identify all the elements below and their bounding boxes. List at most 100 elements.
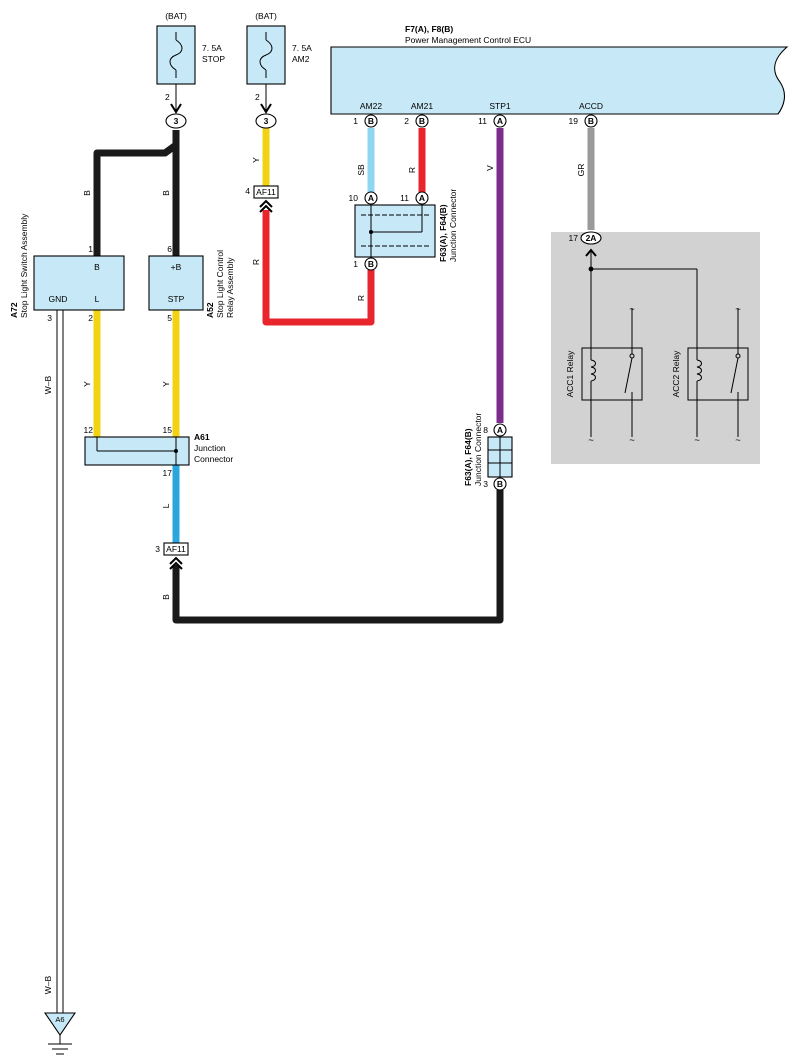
fuse-stop-arrow-icon	[170, 103, 182, 114]
acc1-contact-tilde: ~	[629, 435, 635, 446]
a52-pin-b: 6	[167, 244, 172, 254]
jc-upper-pin-10: 10	[349, 193, 359, 203]
af11-lower-label: AF11	[166, 544, 186, 554]
wire-label-y-a72: Y	[82, 381, 92, 387]
acc2-top-tilde: ~	[735, 304, 741, 315]
wire-label-y-am2: Y	[251, 157, 261, 163]
a61-name-2: Connector	[194, 454, 233, 464]
ecu-conn-am22: B	[368, 116, 374, 126]
fuse-stop-name: STOP	[202, 54, 225, 64]
af11-lower-chevron-icon	[169, 556, 183, 570]
a72-terminal-b: B	[94, 262, 100, 272]
ecu-conn-am21: B	[419, 116, 425, 126]
jc-lower-pin-3: 3	[483, 479, 488, 489]
fuse-stop-connector: 3	[174, 116, 179, 126]
fuse-am2: (BAT) 7. 5A AM2 2 3	[246, 11, 312, 129]
fuse-am2-name: AM2	[292, 54, 310, 64]
ecu-terminal-accd: ACCD	[579, 101, 603, 111]
wire-label-r-am21: R	[407, 167, 417, 173]
acc1-top-tilde: ~	[629, 304, 635, 315]
a72-terminal-l: L	[95, 294, 100, 304]
relay-block-pin: 17	[569, 233, 579, 243]
wire-label-b-a52: B	[161, 190, 171, 196]
jc-lower-code: F63(A), F64(B)	[463, 428, 473, 486]
jc-upper-conn-1: B	[368, 259, 374, 269]
jc-upper-conn-10: A	[368, 193, 374, 203]
a52-name-2: Relay Assembly	[225, 257, 235, 318]
fuse-am2-arrow-icon	[260, 103, 272, 114]
jc-upper-conn-11: A	[419, 193, 425, 203]
acc2-contact-tilde: ~	[735, 435, 741, 446]
ecu-code: F7(A), F8(B)	[405, 24, 453, 34]
ecu-name: Power Management Control ECU	[405, 35, 531, 45]
ground-a6: W–B A6	[43, 975, 77, 1055]
af11-connector-upper: Y 4 AF11 R	[245, 157, 279, 265]
wire-label-l: L	[161, 503, 171, 508]
fuse-stop: (BAT) 7. 5A STOP 2 3	[156, 11, 225, 129]
fuse-am2-pin: 2	[255, 92, 260, 102]
a72-terminal-gnd: GND	[49, 294, 68, 304]
jc-upper-code: F63(A), F64(B)	[438, 204, 448, 262]
acc2-relay-label: ACC2 Relay	[671, 350, 681, 398]
jc-lower-conn-3: B	[497, 479, 503, 489]
fuse-stop-pin: 2	[165, 92, 170, 102]
a52-pin-stp: 5	[167, 313, 172, 323]
acc1-relay-label: ACC1 Relay	[565, 350, 575, 398]
wire-label-r-af11: R	[251, 259, 261, 265]
a72-pin-gnd: 3	[47, 313, 52, 323]
a61-junction-connector: 12 15 A61 Junction Connector 17	[84, 425, 234, 478]
a72-name: Stop Light Switch Assembly	[19, 213, 29, 318]
af11-upper-pin: 4	[245, 186, 250, 196]
wire-label-wb-bottom: W–B	[43, 975, 53, 994]
fuse-am2-source: (BAT)	[255, 11, 277, 21]
jc-upper-pin-11: 11	[400, 193, 409, 203]
wire-label-b-af11: B	[161, 594, 171, 600]
jc-upper-name: Junction Connector	[448, 189, 458, 262]
a52-terminal-stp: STP	[168, 294, 185, 304]
a72-pin-b: 1	[88, 244, 93, 254]
wire-label-wb-top: W–B	[43, 375, 53, 394]
wire-label-y-a52: Y	[161, 381, 171, 387]
a61-pin-15: 15	[163, 425, 173, 435]
ecu-terminal-am22: AM22	[360, 101, 382, 111]
relay-block-conn: 2A	[586, 233, 597, 243]
a52-stop-light-control-relay: B 6 +B STP 5 A52 Stop Light Control Rela…	[148, 190, 235, 323]
af11-upper-label: AF11	[256, 187, 276, 197]
wire-label-gr: GR	[576, 164, 586, 177]
fuse-stop-source: (BAT)	[165, 11, 187, 21]
ecu-power-management: F7(A), F8(B) Power Management Control EC…	[330, 24, 789, 128]
wire-af11-to-jc-upper	[262, 210, 375, 326]
ecu-pin-accd: 19	[569, 116, 579, 126]
ecu-terminal-stp1: STP1	[489, 101, 511, 111]
jc-upper-pin-1: 1	[353, 259, 358, 269]
fuse-am2-connector: 3	[264, 116, 269, 126]
ground-label: A6	[55, 1015, 64, 1024]
a61-name-1: Junction	[194, 443, 226, 453]
wire-label-r-jc-out: R	[356, 295, 366, 301]
fuse-stop-rating: 7. 5A	[202, 43, 222, 53]
acc1-coil-tilde: ~	[588, 435, 594, 446]
ecu-terminal-am21: AM21	[411, 101, 433, 111]
junction-connector-lower: 8 A 3 B F63(A), F64(B) Junction Connecto…	[463, 413, 513, 491]
ecu-conn-stp1: A	[497, 116, 503, 126]
a61-pin-17: 17	[163, 468, 173, 478]
jc-lower-name: Junction Connector	[473, 413, 483, 486]
a52-terminal-b: +B	[171, 262, 182, 272]
wire-label-sb: SB	[356, 164, 366, 176]
wire-label-v: V	[485, 165, 495, 171]
ecu-pin-am21: 2	[404, 116, 409, 126]
acc-relays: 17 2A ACC1 Relay ~ ~ ~ ACC2 Relay ~ ~ ~	[565, 231, 749, 446]
fuse-am2-rating: 7. 5A	[292, 43, 312, 53]
a72-code: A72	[9, 302, 19, 318]
af11-lower-pin: 3	[155, 544, 160, 554]
a61-code: A61	[194, 432, 210, 442]
ecu-conn-accd: B	[588, 116, 594, 126]
af11-upper-chevron-icon	[259, 199, 273, 213]
acc2-coil-tilde: ~	[694, 435, 700, 446]
a72-pin-l: 2	[88, 313, 93, 323]
a72-stop-light-switch: B 1 B GND L 3 2 A72 Stop Light Switch As…	[9, 190, 125, 323]
jc-lower-pin-8: 8	[483, 425, 488, 435]
ecu-pin-am22: 1	[353, 116, 358, 126]
wire-label-b-a72: B	[82, 190, 92, 196]
a52-code: A52	[205, 302, 215, 318]
